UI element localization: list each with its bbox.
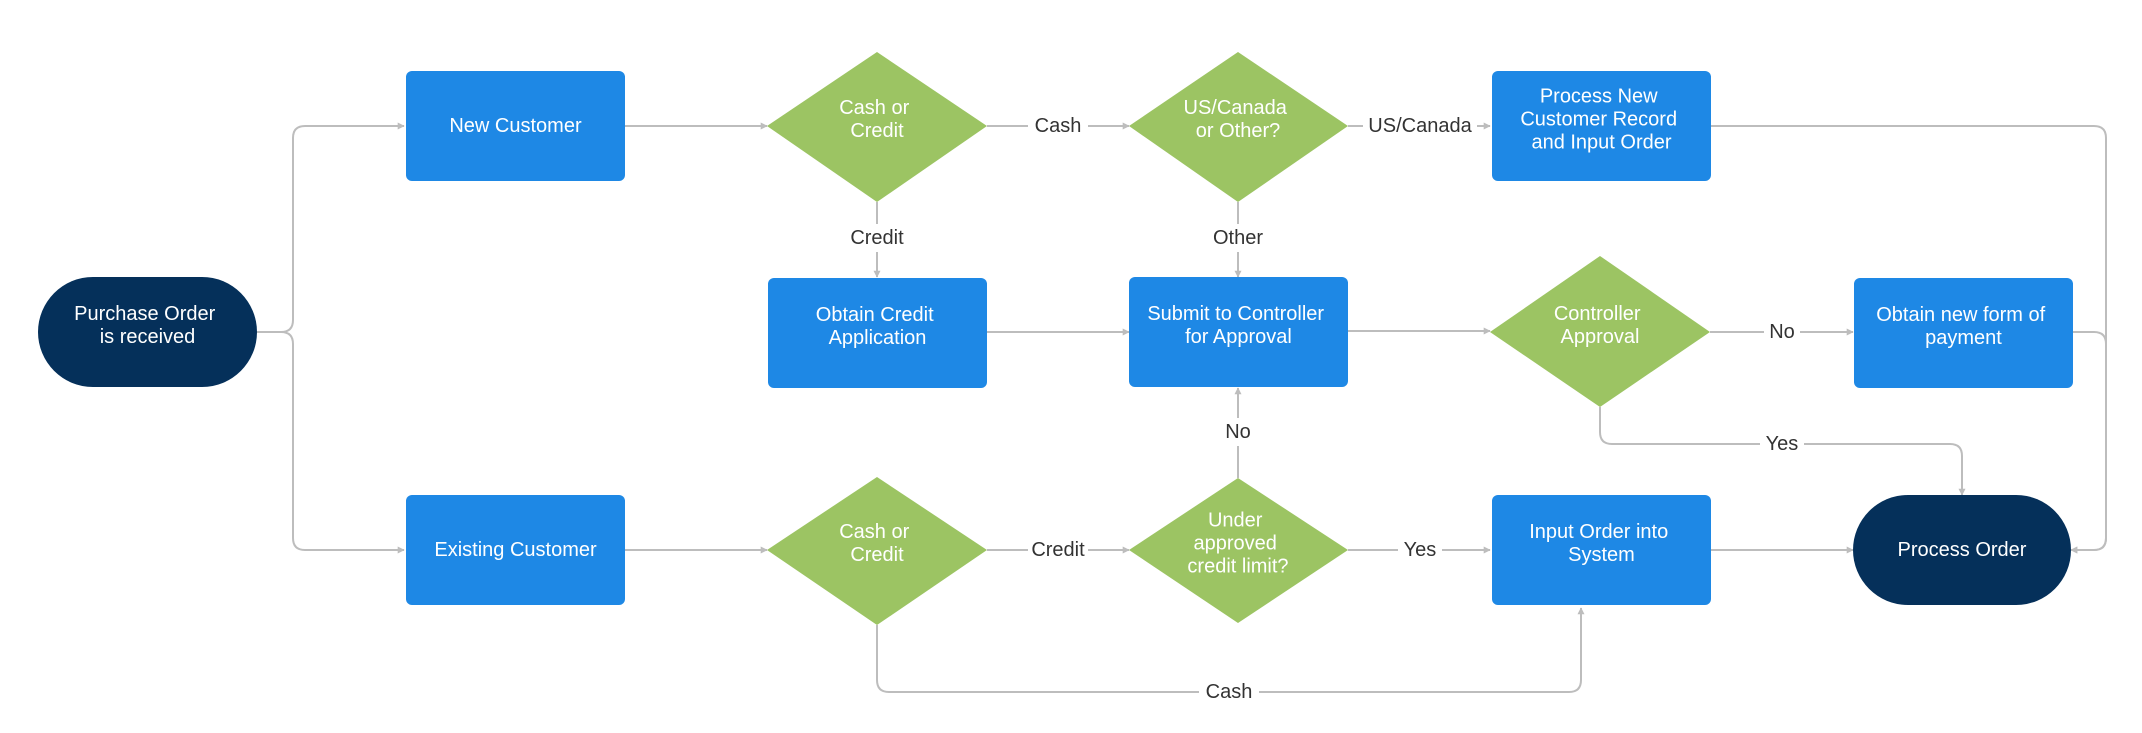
process-shape <box>406 71 625 181</box>
edge-label-us-canada: US/Canada <box>1368 115 1472 137</box>
node-label-line: Input Order into <box>1529 521 1668 543</box>
node-label-line: Credit <box>850 544 904 566</box>
node-label: Submit to Controller for Approval <box>1147 303 1329 348</box>
node-label-line: Obtain new form of <box>1876 304 2045 326</box>
process-shape <box>406 495 625 605</box>
node-label-line: Under <box>1208 509 1263 531</box>
node-label-line: approved <box>1194 532 1277 554</box>
node-label-line: Submit to Controller <box>1147 303 1324 325</box>
edge-start-to-new-customer <box>257 122 405 333</box>
node-label-line: Credit <box>850 120 904 142</box>
edge-label-cash-bottom: Cash <box>1206 681 1253 703</box>
node-label: Input Order into System <box>1529 521 1674 566</box>
node-cash-or-credit-new[interactable]: Cash or Credit <box>767 52 987 202</box>
edge-label-other: Other <box>1213 227 1263 249</box>
node-label-line: Purchase Order <box>74 303 216 325</box>
node-input-order-into-system[interactable]: Input Order into System <box>1492 495 1711 605</box>
decision-shape <box>1129 52 1348 202</box>
decision-shape <box>767 52 987 202</box>
node-label-line: and Input Order <box>1531 131 1671 153</box>
connectors <box>257 122 2107 693</box>
edge-label-credit-bottom: Credit <box>1031 539 1085 561</box>
node-label-line: Existing Customer <box>434 539 597 561</box>
node-under-approved-credit-limit[interactable]: Under approved credit limit? <box>1129 478 1348 623</box>
process-shape <box>768 278 987 388</box>
process-shape <box>1492 495 1711 605</box>
node-label-line: Controller <box>1554 303 1641 325</box>
process-shape <box>1129 277 1348 387</box>
node-label-line: Application <box>829 327 927 349</box>
node-label-line: is received <box>100 326 196 348</box>
node-label: Process New Customer Record and Input Or… <box>1520 85 1682 153</box>
node-label-line: New Customer <box>449 115 582 137</box>
node-label-line: Customer Record <box>1520 108 1677 130</box>
node-label-line: Cash or <box>839 97 909 119</box>
node-label: Purchase Order is received <box>74 303 221 348</box>
node-label-line: credit limit? <box>1187 555 1288 577</box>
edge-start-to-existing-customer <box>257 331 405 554</box>
node-label-line: Process New <box>1540 85 1658 107</box>
node-obtain-credit-application[interactable]: Obtain Credit Application <box>768 278 987 388</box>
node-us-canada-or-other[interactable]: US/Canada or Other? <box>1129 52 1348 202</box>
process-shape <box>1492 71 1711 181</box>
node-cash-or-credit-existing[interactable]: Cash or Credit <box>767 477 987 625</box>
decision-shape <box>1129 478 1348 623</box>
terminal-shape <box>1853 495 2071 605</box>
node-label-line: System <box>1568 544 1635 566</box>
node-purchase-order-received[interactable]: Purchase Order is received <box>38 277 257 387</box>
node-controller-approval[interactable]: Controller Approval <box>1490 256 1710 407</box>
edge-label-yes-limit: Yes <box>1404 539 1437 561</box>
edge-label-no-limit: No <box>1225 421 1251 443</box>
node-label-line: US/Canada <box>1184 97 1288 119</box>
node-label-line: or Other? <box>1196 120 1280 142</box>
node-label: Under approved credit limit? <box>1187 509 1288 577</box>
node-new-customer[interactable]: New Customer <box>406 71 625 181</box>
edge-label-credit-top: Credit <box>850 227 904 249</box>
node-label: Controller Approval <box>1554 303 1646 348</box>
node-label: Cash or Credit <box>839 521 915 566</box>
node-label: Obtain Credit Application <box>816 304 939 349</box>
node-label: US/Canada or Other? <box>1184 97 1293 142</box>
nodes: Purchase Order is received New Customer … <box>38 52 2073 625</box>
node-process-order[interactable]: Process Order <box>1853 495 2071 605</box>
node-label-line: Approval <box>1561 326 1640 348</box>
node-label-line: Obtain Credit <box>816 304 934 326</box>
node-label: Cash or Credit <box>839 97 915 142</box>
decision-shape <box>767 477 987 625</box>
edge-labels: Cash US/Canada Credit Other No Yes No Cr… <box>847 112 1804 706</box>
node-submit-to-controller[interactable]: Submit to Controller for Approval <box>1129 277 1348 387</box>
edge-label-no-approval: No <box>1769 321 1795 343</box>
edge-new-payment-to-process-order <box>2070 331 2107 554</box>
node-existing-customer[interactable]: Existing Customer <box>406 495 625 605</box>
node-label: New Customer <box>449 115 582 137</box>
node-obtain-new-form-of-payment[interactable]: Obtain new form of payment <box>1854 278 2073 388</box>
node-label: Existing Customer <box>434 539 597 561</box>
node-process-new-customer-record[interactable]: Process New Customer Record and Input Or… <box>1492 71 1711 181</box>
node-label-line: Cash or <box>839 521 909 543</box>
process-shape <box>1854 278 2073 388</box>
node-label-line: Process Order <box>1898 539 2027 561</box>
edge-label-cash-top: Cash <box>1035 115 1082 137</box>
terminal-shape <box>38 277 257 387</box>
node-label-line: payment <box>1925 327 2002 349</box>
edge-label-yes-approval: Yes <box>1766 433 1799 455</box>
node-label: Process Order <box>1898 539 2027 561</box>
node-label: Obtain new form of payment <box>1876 304 2051 349</box>
decision-shape <box>1490 256 1710 407</box>
node-label-line: for Approval <box>1185 326 1292 348</box>
